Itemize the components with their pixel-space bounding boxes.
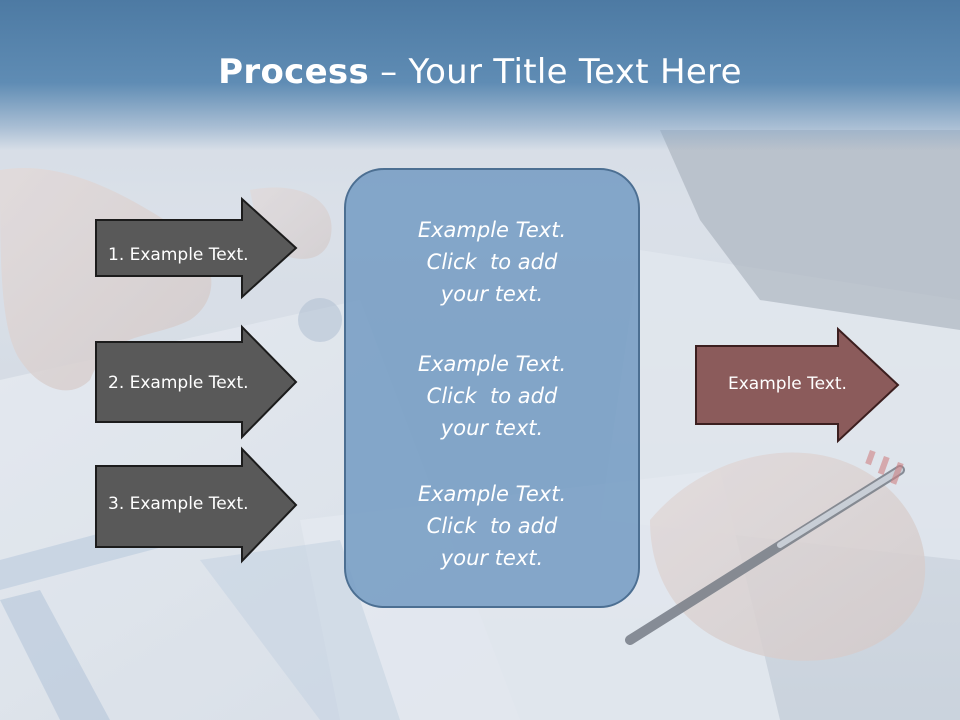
- step-label: 2. Example Text.: [108, 373, 249, 393]
- title-bold: Process: [218, 52, 370, 92]
- step-label: 1. Example Text.: [108, 245, 249, 265]
- output-label: Example Text.: [728, 374, 847, 394]
- block-line: Click to add: [426, 250, 558, 274]
- block-line: Click to add: [426, 384, 558, 408]
- block-line: Example Text.: [417, 482, 567, 506]
- block-line: your text.: [440, 416, 544, 440]
- title-rest: – Your Title Text Here: [369, 52, 742, 92]
- block-line: Click to add: [426, 514, 558, 538]
- block-line: Example Text.: [417, 218, 567, 242]
- text-block-2[interactable]: Example Text. Click to add your text.: [346, 348, 638, 444]
- output-arrow[interactable]: Example Text.: [694, 326, 902, 444]
- step-arrow-1[interactable]: 1. Example Text.: [94, 196, 300, 300]
- text-block-3[interactable]: Example Text. Click to add your text.: [346, 478, 638, 574]
- arrow-shape: [95, 324, 298, 440]
- slide-title[interactable]: Process – Your Title Text Here: [0, 52, 960, 92]
- text-block-1[interactable]: Example Text. Click to add your text.: [346, 214, 638, 310]
- step-arrow-3[interactable]: 3. Example Text.: [94, 446, 300, 564]
- block-line: Example Text.: [417, 352, 567, 376]
- arrow-shape: [95, 446, 298, 564]
- center-text-box[interactable]: Example Text. Click to add your text. Ex…: [344, 168, 640, 608]
- step-arrow-2[interactable]: 2. Example Text.: [94, 324, 300, 440]
- arrow-shape: [695, 326, 900, 444]
- title-band: [0, 0, 960, 150]
- arrow-shape: [95, 196, 298, 300]
- step-label: 3. Example Text.: [108, 494, 249, 514]
- block-line: your text.: [440, 282, 544, 306]
- block-line: your text.: [440, 546, 544, 570]
